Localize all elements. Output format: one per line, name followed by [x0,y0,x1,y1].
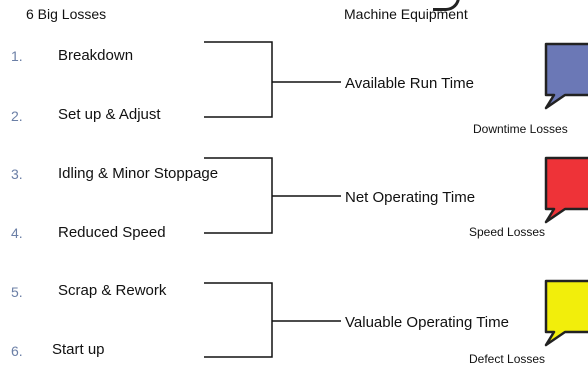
result-valuable-operating-time: Valuable Operating Time [345,314,509,331]
left-header: 6 Big Losses [26,6,107,22]
loss-number: 2. [11,108,23,124]
bracket-line-defect [204,282,273,358]
callout-caption-downtime: Downtime Losses [473,122,568,136]
loss-label-startup: Start up [52,341,105,358]
speed-callout-bubble [544,156,588,224]
bracket-line-speed [204,157,273,234]
downtime-callout-bubble [544,42,588,110]
loss-number: 5. [11,284,23,300]
loss-label-scrap: Scrap & Rework [58,282,167,299]
loss-number: 4. [11,225,23,241]
loss-label-breakdown: Breakdown [58,47,134,64]
loss-number: 3. [11,166,23,182]
loss-label-setup: Set up & Adjust [58,106,161,123]
loss-label-reduced-speed: Reduced Speed [58,224,166,241]
loss-number: 1. [11,48,23,64]
bracket-line-downtime [204,41,273,118]
loss-number: 6. [11,343,23,359]
loss-label-idling: Idling & Minor Stoppage [58,165,219,182]
callout-caption-defect: Defect Losses [469,352,546,366]
result-available-run-time: Available Run Time [345,75,474,92]
result-net-operating-time: Net Operating Time [345,189,476,206]
callout-caption-speed: Speed Losses [469,225,546,239]
defect-callout-bubble [544,279,588,347]
